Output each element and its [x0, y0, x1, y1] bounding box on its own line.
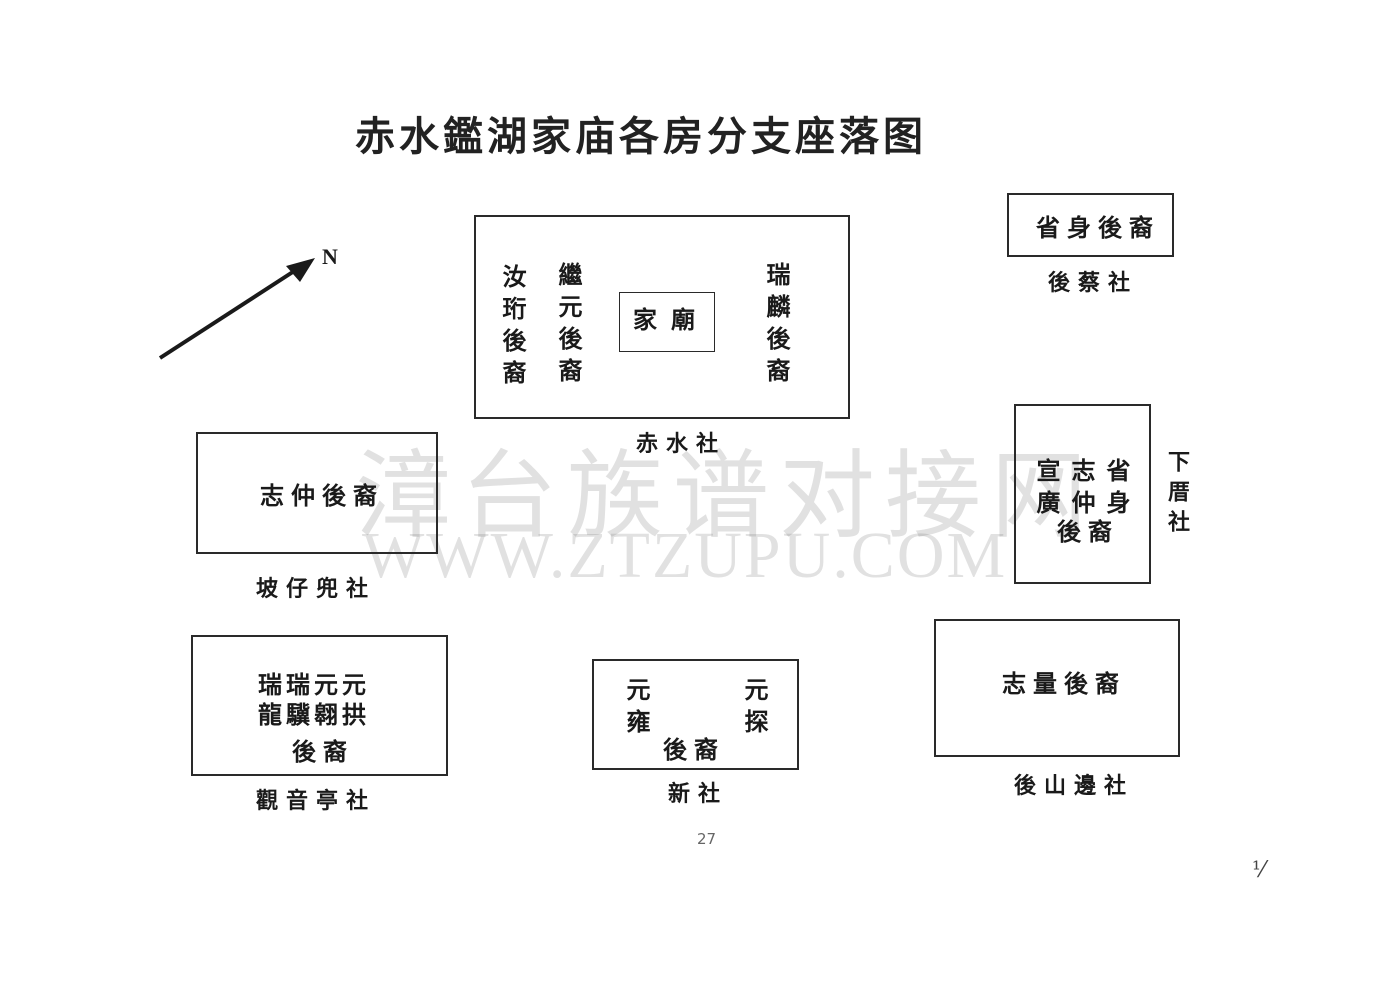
pozaidou-region-box	[196, 432, 438, 554]
guanyinting-row3: 後裔	[292, 737, 354, 766]
guanyinting-region-box	[191, 635, 448, 776]
xiacuo-col-xingshen: 省身	[1102, 458, 1131, 522]
guanyinting-row2: 龍驥翱拱	[258, 700, 370, 729]
xinshe-col-yuanyong: 元雍	[622, 677, 651, 741]
houcai-text: 省身後裔	[1036, 213, 1160, 242]
xinshe-region-box	[592, 659, 799, 770]
pozaidou-label: 坡仔兜社	[256, 576, 377, 602]
xinshe-label: 新社	[668, 781, 729, 807]
watermark-chinese: 漳台族谱对接网	[355, 440, 1097, 552]
page-number: 27	[697, 830, 717, 848]
corner-handwritten-mark: ⅟	[1252, 858, 1265, 883]
north-label: N	[322, 244, 338, 269]
xiacuo-bottom-text: 後裔	[1057, 517, 1119, 546]
chishui-col-jiyuan: 繼元後裔	[554, 262, 583, 390]
xinshe-col-yuantan: 元探	[740, 677, 769, 741]
houcai-region-box	[1007, 193, 1174, 257]
chishui-region-box	[474, 215, 850, 419]
xiacuo-region-box	[1014, 404, 1151, 584]
page-title: 赤水鑑湖家庙各房分支座落图	[355, 113, 927, 160]
xiacuo-col-xuanguang: 宣廣	[1032, 458, 1061, 522]
xinshe-bottom-text: 後裔	[663, 735, 725, 764]
ancestral-temple-label: 家廟	[633, 305, 709, 334]
houshanbian-text: 志量後裔	[1002, 669, 1126, 698]
chishui-label: 赤水社	[636, 431, 727, 457]
pozaidou-text: 志仲後裔	[260, 481, 384, 510]
guanyinting-row1: 瑞瑞元元	[258, 670, 370, 699]
guanyinting-label: 觀音亭社	[256, 788, 377, 814]
watermark-url: WWW.ZTZUPU.COM	[362, 519, 1008, 592]
ancestral-temple-box	[619, 292, 715, 352]
xiacuo-col-zhizhong: 志仲	[1067, 458, 1096, 522]
chishui-col-ruilin: 瑞麟後裔	[762, 262, 791, 390]
houshanbian-label: 後山邊社	[1014, 773, 1135, 799]
xiacuo-label: 下厝社	[1164, 450, 1190, 540]
chishui-col-rucheng: 汝珩後裔	[498, 264, 527, 392]
houshanbian-region-box	[934, 619, 1180, 757]
north-arrow-icon	[158, 258, 315, 360]
houcai-label: 後蔡社	[1048, 270, 1139, 296]
